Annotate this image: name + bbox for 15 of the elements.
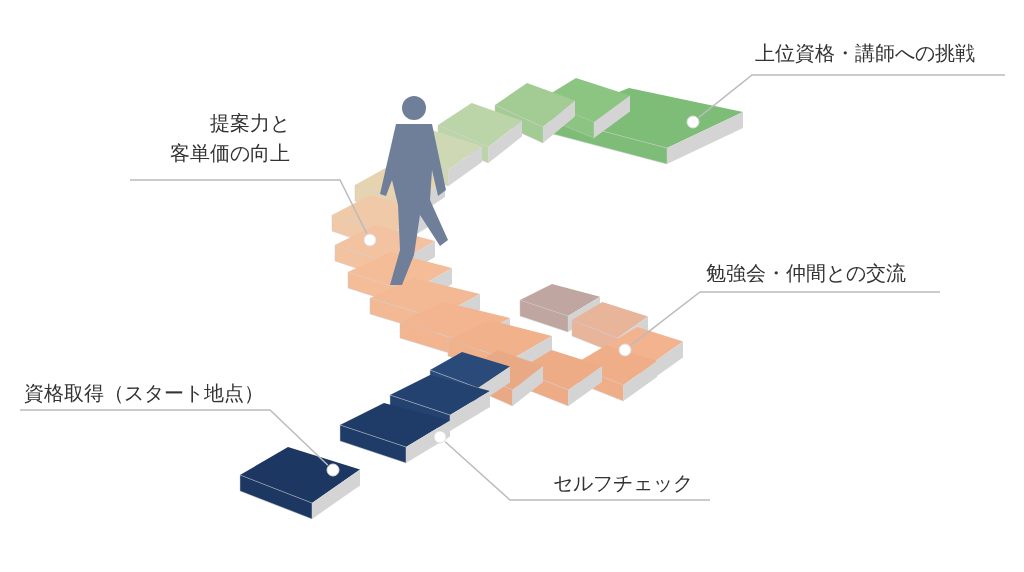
leader-line <box>129 179 368 235</box>
marker-dot <box>363 233 377 247</box>
leader-line <box>19 409 329 466</box>
step-label: 上位資格・講師への挑戦 <box>755 38 1005 75</box>
leader-line <box>444 440 711 501</box>
step-label: 提案力と客単価の向上 <box>130 108 341 180</box>
marker-dot <box>618 343 632 357</box>
marker-dot <box>686 115 700 129</box>
leader-line <box>697 74 1006 119</box>
marker-dot <box>326 463 340 477</box>
marker-dot <box>433 430 447 444</box>
step-label: セルフチェック <box>510 468 710 500</box>
step-label: 資格取得（スタート地点） <box>20 378 280 410</box>
step-label: 勉強会・仲間との交流 <box>700 258 940 292</box>
leader-line <box>629 291 941 347</box>
